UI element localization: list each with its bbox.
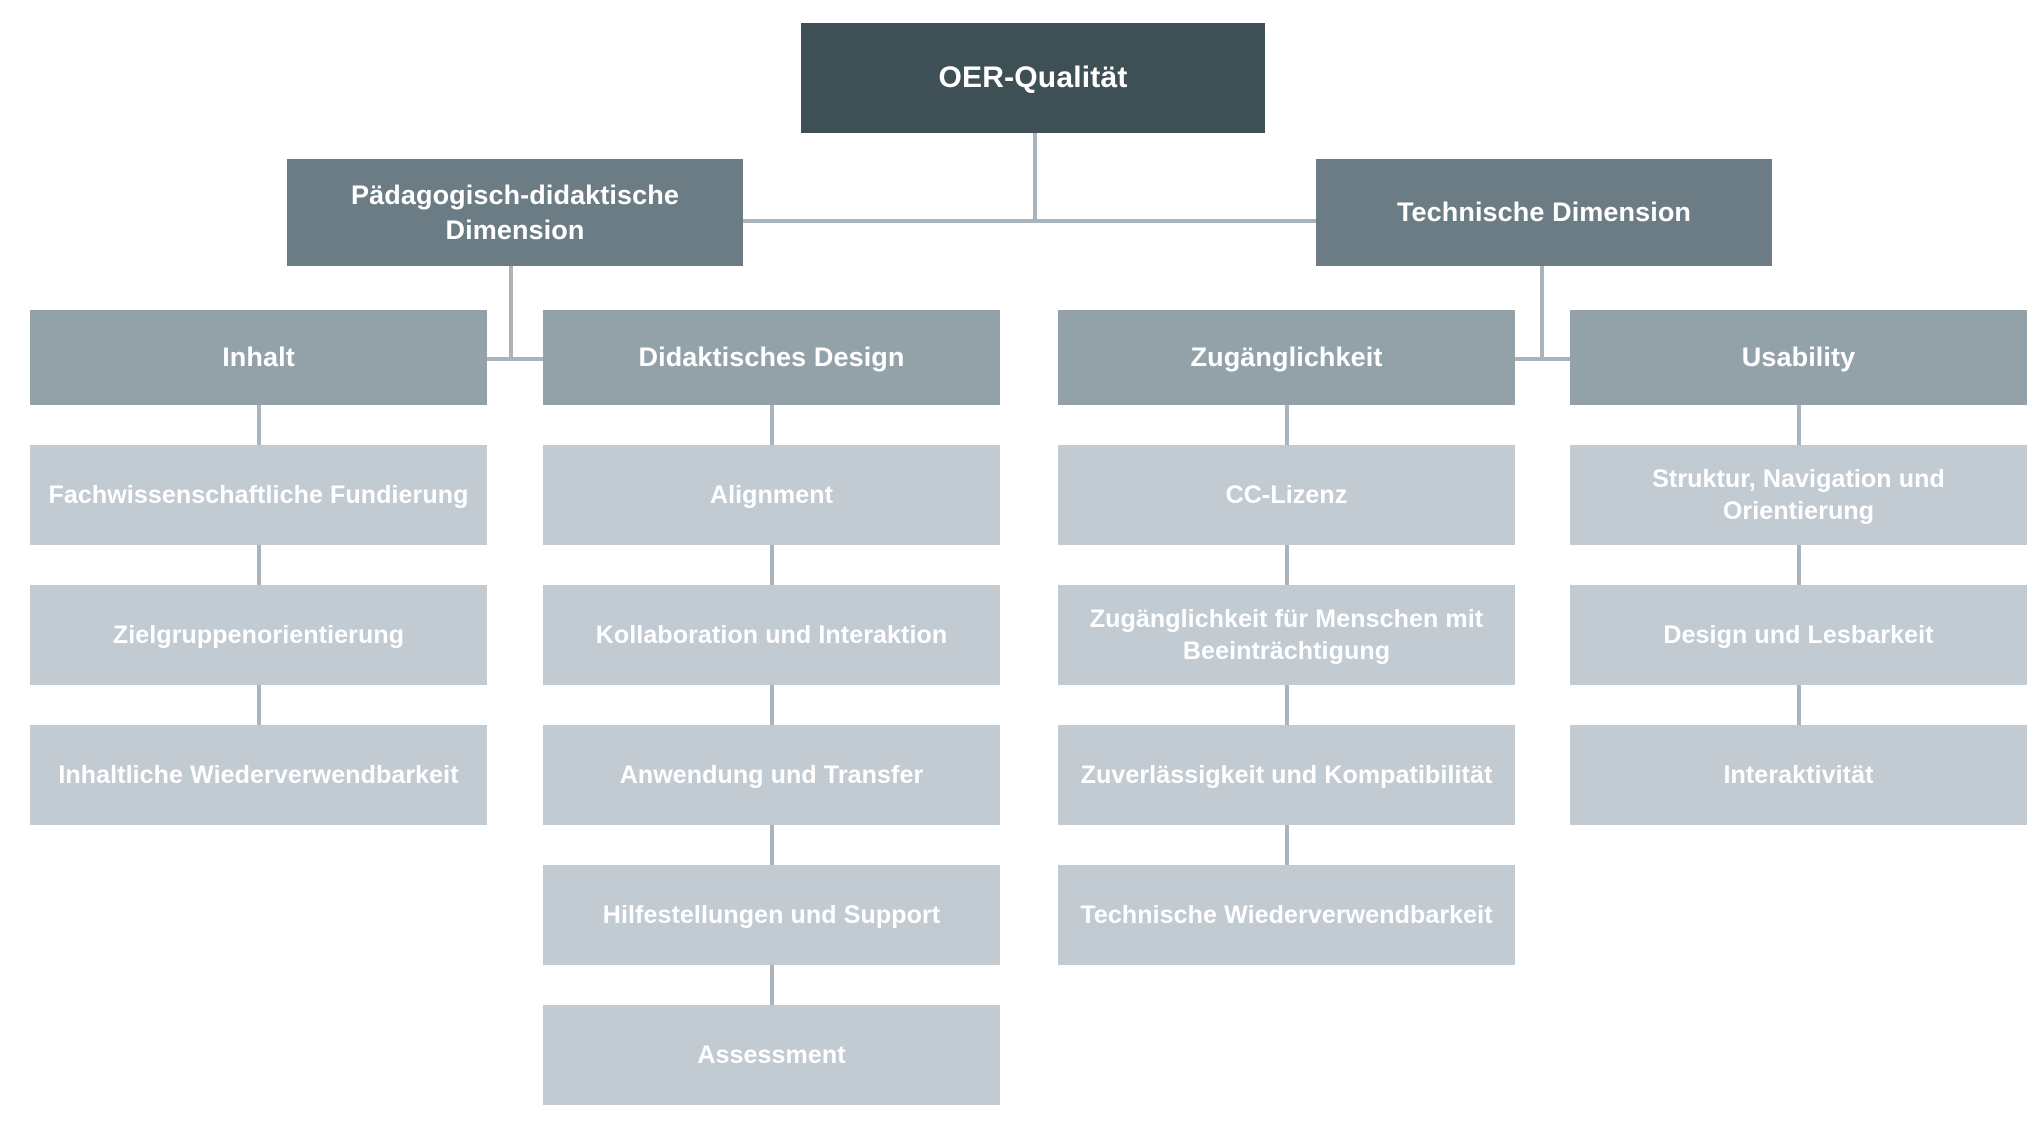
node-zugaenglichkeit-fuer-menschen-mit-beeintraechtigung[interactable]: Zugänglichkeit für Menschen mit Beeinträ… xyxy=(1058,585,1515,685)
connector-root-down xyxy=(1033,133,1037,221)
connector-paed-children-horizontal xyxy=(483,357,543,361)
node-inhalt[interactable]: Inhalt xyxy=(30,310,487,405)
connector-paed-down xyxy=(509,266,513,361)
node-paedagogisch-didaktische-dimension[interactable]: Pädagogisch-didaktische Dimension xyxy=(287,159,743,266)
node-zugaenglichkeit[interactable]: Zugänglichkeit xyxy=(1058,310,1515,405)
connector-usability-stem-2 xyxy=(1797,545,1801,585)
node-struktur-navigation-und-orientierung[interactable]: Struktur, Navigation und Orientierung xyxy=(1570,445,2027,545)
connector-didaktik-stem-1 xyxy=(770,405,774,445)
connector-usability-stem-3 xyxy=(1797,685,1801,725)
node-alignment[interactable]: Alignment xyxy=(543,445,1000,545)
node-kollaboration-und-interaktion[interactable]: Kollaboration und Interaktion xyxy=(543,585,1000,685)
node-anwendung-und-transfer[interactable]: Anwendung und Transfer xyxy=(543,725,1000,825)
node-inhaltliche-wiederverwendbarkeit[interactable]: Inhaltliche Wiederverwendbarkeit xyxy=(30,725,487,825)
node-assessment[interactable]: Assessment xyxy=(543,1005,1000,1105)
connector-didaktik-stem-2 xyxy=(770,545,774,585)
connector-dimensions-horizontal xyxy=(743,219,1316,223)
connector-zugaenglichkeit-stem-1 xyxy=(1285,405,1289,445)
connector-tech-children-horizontal xyxy=(1515,357,1575,361)
connector-zugaenglichkeit-stem-3 xyxy=(1285,685,1289,725)
node-cc-lizenz[interactable]: CC-Lizenz xyxy=(1058,445,1515,545)
node-zielgruppenorientierung[interactable]: Zielgruppenorientierung xyxy=(30,585,487,685)
node-technische-wiederverwendbarkeit[interactable]: Technische Wiederverwendbarkeit xyxy=(1058,865,1515,965)
node-usability[interactable]: Usability xyxy=(1570,310,2027,405)
connector-inhalt-stem-2 xyxy=(257,545,261,585)
connector-zugaenglichkeit-stem-4 xyxy=(1285,825,1289,865)
node-didaktisches-design[interactable]: Didaktisches Design xyxy=(543,310,1000,405)
node-technische-dimension[interactable]: Technische Dimension xyxy=(1316,159,1772,266)
node-fachwissenschaftliche-fundierung[interactable]: Fachwissenschaftliche Fundierung xyxy=(30,445,487,545)
connector-zugaenglichkeit-stem-2 xyxy=(1285,545,1289,585)
node-interaktivitaet[interactable]: Interaktivität xyxy=(1570,725,2027,825)
connector-inhalt-stem-1 xyxy=(257,405,261,445)
connector-didaktik-stem-4 xyxy=(770,825,774,865)
node-zuverlaessigkeit-und-kompatibilitaet[interactable]: Zuverlässigkeit und Kompatibilität xyxy=(1058,725,1515,825)
connector-usability-stem-1 xyxy=(1797,405,1801,445)
node-design-und-lesbarkeit[interactable]: Design und Lesbarkeit xyxy=(1570,585,2027,685)
node-hilfestellungen-und-support[interactable]: Hilfestellungen und Support xyxy=(543,865,1000,965)
node-oer-qualitaet[interactable]: OER-Qualität xyxy=(801,23,1265,133)
connector-didaktik-stem-3 xyxy=(770,685,774,725)
connector-inhalt-stem-3 xyxy=(257,685,261,725)
connector-didaktik-stem-5 xyxy=(770,965,774,1005)
connector-tech-down xyxy=(1540,266,1544,361)
